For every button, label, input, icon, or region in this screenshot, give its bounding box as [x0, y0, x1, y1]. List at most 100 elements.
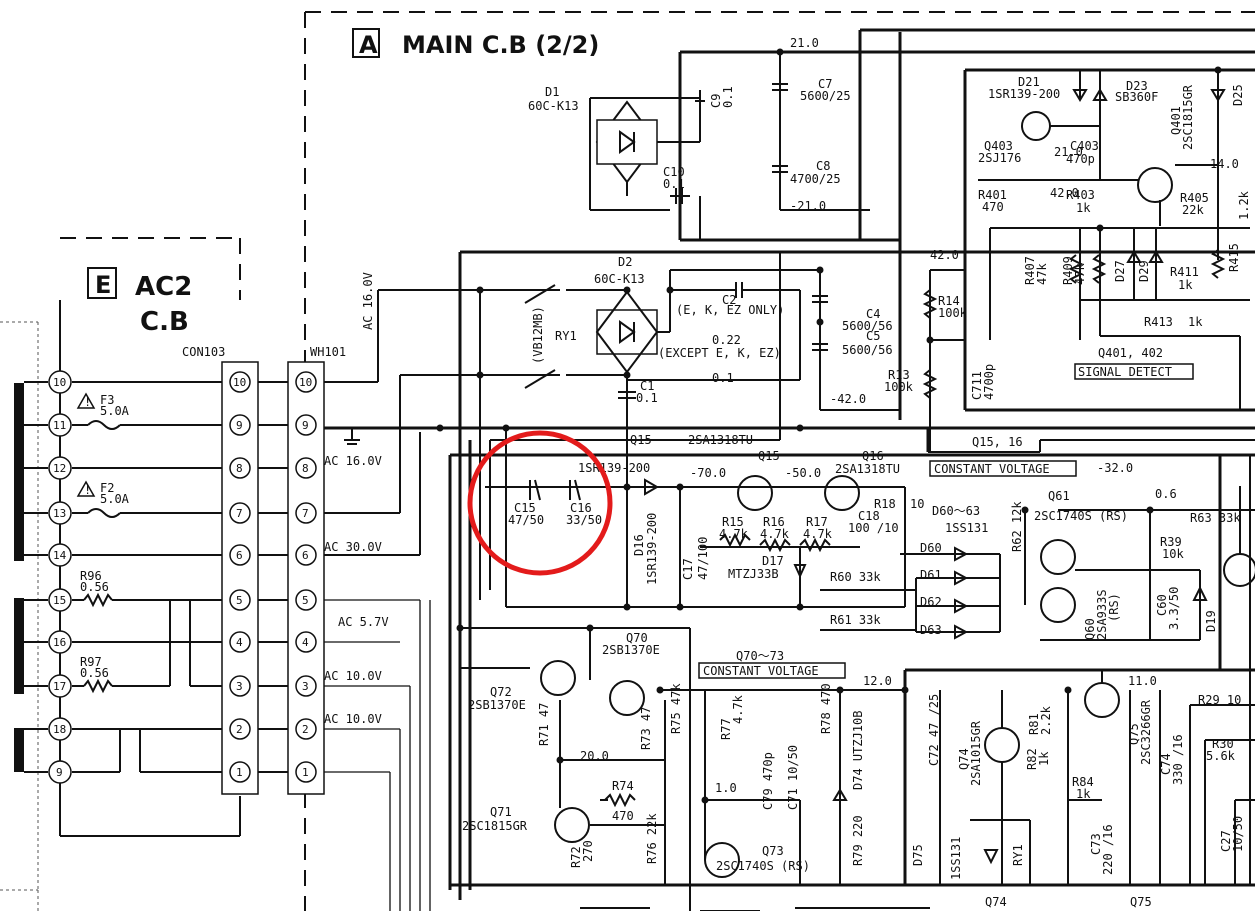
voltage: 12.0 [863, 674, 892, 688]
part-label: C73 [1089, 833, 1103, 855]
voltage: 11.0 [1128, 674, 1157, 688]
voltage: 0.6 [1155, 487, 1177, 501]
wh-pin: 10 [299, 376, 312, 389]
con-pin: 3 [236, 680, 243, 693]
part-label: 2SB1370E [468, 698, 526, 712]
ac-label: AC 30.0V [324, 540, 382, 554]
board-a-title: A MAIN C.B (2/2) [352, 28, 599, 59]
transformer-windings [14, 383, 24, 772]
part-label: C72 47 /25 [927, 694, 941, 766]
cv1-label: CONSTANT VOLTAGE [934, 462, 1050, 476]
part-label: 1.2k [1237, 190, 1251, 220]
ry1-name: RY1 [555, 329, 577, 343]
board-a-name: MAIN C.B (2/2) [402, 31, 599, 59]
part-label: C16 [570, 501, 592, 515]
part-label: 33/50 [566, 513, 602, 527]
part-label: R62 12k [1010, 501, 1024, 552]
constant-voltage-1-labels: CONSTANT VOLTAGE Q15 2SA1318TU Q15 Q16 2… [508, 433, 1241, 640]
part-label: 1k [1076, 201, 1091, 215]
part-label: 4.7k [731, 694, 745, 724]
ry1-model: (VB12MB) [531, 306, 545, 364]
part-label: R82 [1025, 748, 1039, 770]
left-pin-label: 9 [56, 766, 63, 779]
voltage: 42.0 [1050, 186, 1079, 200]
part-label: R74 [612, 779, 634, 793]
part-label: 22k [1182, 203, 1204, 217]
part-label: R401 [978, 188, 1007, 202]
left-part-labels: ! F3 5.0A ! F2 5.0A R96 0.56 R97 0.56 [76, 392, 130, 680]
voltage: 21.0 [1054, 145, 1083, 159]
part-label: R71 47 [537, 703, 551, 746]
part-label: 47k [1073, 263, 1087, 285]
part-label: Q70 [626, 631, 648, 645]
svg-text:!: ! [84, 395, 91, 409]
c10-name: C10 [663, 165, 685, 179]
part-label: D19 [1204, 610, 1218, 632]
c2-value: 0.22 [712, 333, 741, 347]
c8-value: 4700/25 [790, 172, 841, 186]
part-label: 2SC3266GR [1139, 699, 1153, 765]
part-label: R72 [569, 846, 583, 868]
part-label: R81 [1027, 713, 1041, 735]
part-label: D75 [911, 844, 925, 866]
part-label: C27 [1219, 830, 1233, 852]
part-label: Q75 [1127, 723, 1141, 745]
part-label: R63 33k [1190, 511, 1241, 525]
voltage: 14.0 [1210, 157, 1239, 171]
part-label: R409 [1061, 256, 1075, 285]
part-label: R16 [763, 515, 785, 529]
voltage: 20.0 [580, 749, 609, 763]
warning-icon [76, 392, 96, 409]
part-label: C17 [681, 558, 695, 580]
part-label: 2SA1318TU [835, 462, 900, 476]
r13-value: 100k [884, 380, 914, 394]
part-label: 220 /16 [1101, 824, 1115, 875]
part-label: Q16 [862, 449, 884, 463]
part-label: 470 [612, 809, 634, 823]
part-label: Q74 [985, 895, 1007, 909]
part-label: 1SS131 [949, 837, 963, 880]
part-label: C403 [1070, 139, 1099, 153]
wh-pin: 3 [302, 680, 309, 693]
warning-icon [76, 480, 96, 497]
part-label: 47/50 [508, 513, 544, 527]
r97-name: R97 [80, 655, 102, 669]
r13-name: R13 [888, 368, 910, 382]
part-label: R29 10 [1198, 693, 1241, 707]
part-label: 2.2k [1039, 705, 1053, 735]
c7-value: 5600/25 [800, 89, 851, 103]
part-label: 2SC1815GR [462, 819, 528, 833]
ac-voltage-labels: AC 16.0V AC 16.0V AC 30.0V AC 5.7V AC 10… [324, 272, 389, 726]
part-label: R17 [806, 515, 828, 529]
voltage: 1.0 [715, 781, 737, 795]
main-wiring [324, 28, 1255, 911]
left-pin-label: 18 [53, 723, 66, 736]
highlight-circle [467, 430, 613, 576]
con-pin: 6 [236, 549, 243, 562]
part-label: R73 47 [639, 707, 653, 750]
con-pin: 8 [236, 462, 243, 475]
f3-value: 5.0A [100, 404, 130, 418]
part-label: R76 22k [645, 813, 659, 864]
c2-name: C2 [722, 293, 736, 307]
d2-value: 60C-K13 [594, 272, 645, 286]
ac-label: AC 10.0V [324, 712, 382, 726]
part-label: 1k [1188, 315, 1203, 329]
part-label: 4.7k [760, 527, 790, 541]
voltage: -50.0 [785, 466, 821, 480]
c2-note: (E, K, EZ ONLY) [676, 303, 784, 317]
junction-dots [436, 48, 1222, 804]
board-e-title: E AC2 C.B [87, 267, 192, 337]
r14-name: R14 [938, 294, 960, 308]
part-label: Q74 [957, 748, 971, 770]
r97-value: 0.56 [80, 666, 109, 680]
part-label: D16 [632, 534, 646, 556]
part-label: R39 [1160, 535, 1182, 549]
part-label: 1SR139-200 [988, 87, 1060, 101]
con-pin: 9 [236, 419, 243, 432]
wh-pin: 4 [302, 636, 309, 649]
part-label: 1k [1076, 787, 1091, 801]
c1-value: 0.1 [636, 391, 658, 405]
board-e-name-1: AC2 [135, 272, 192, 302]
